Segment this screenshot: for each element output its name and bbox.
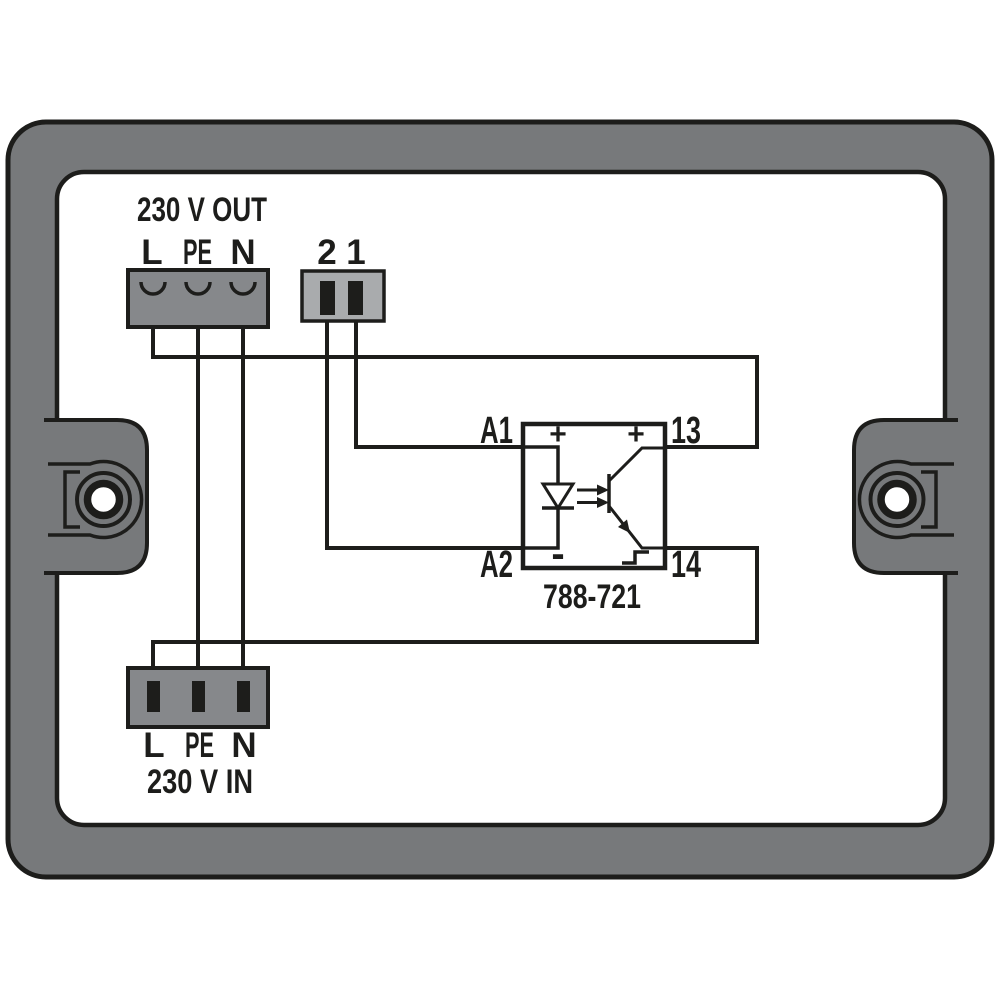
male-pin-icon bbox=[348, 281, 363, 315]
screw-hole-icon bbox=[877, 479, 917, 520]
terminal-label-2: 2 bbox=[317, 233, 336, 272]
terminal-block-aux bbox=[300, 269, 386, 323]
terminal-label-pe-out: PE bbox=[183, 233, 212, 272]
wire-l-out-to-13 bbox=[151, 294, 759, 449]
wire-1-to-a1 bbox=[354, 314, 525, 449]
terminal-block-230v-in bbox=[126, 666, 270, 729]
switch-step-icon bbox=[622, 550, 649, 565]
wire-2-to-a2 bbox=[325, 314, 525, 550]
mounting-tab-right bbox=[852, 418, 958, 575]
polarity-minus-left: - bbox=[551, 532, 564, 576]
relay-terminal-a1: A1 bbox=[480, 410, 513, 452]
terminal-label-n-in: N bbox=[231, 726, 256, 765]
relay-terminal-13: 13 bbox=[671, 410, 701, 452]
terminal-block-230v-out-body bbox=[126, 268, 270, 329]
male-pin-icon bbox=[192, 681, 205, 712]
polarity-plus-right: + bbox=[627, 418, 645, 451]
male-pin-icon bbox=[320, 281, 335, 315]
terminal-label-l-in: L bbox=[143, 726, 164, 765]
light-arrows-icon bbox=[577, 484, 609, 508]
female-contact-icon bbox=[139, 281, 167, 296]
relay-terminal-a2: A2 bbox=[480, 544, 513, 586]
mounting-eyelet-right-detail bbox=[921, 470, 938, 529]
wire-14-to-l-in bbox=[151, 546, 759, 683]
terminal-label-l-out: L bbox=[141, 233, 162, 272]
screw-hole-icon bbox=[83, 479, 124, 520]
output-title: 230 V OUT bbox=[137, 191, 267, 229]
led-diode-icon bbox=[540, 482, 576, 511]
male-pin-icon bbox=[237, 681, 250, 712]
female-contact-icon bbox=[184, 281, 212, 296]
male-pin-icon bbox=[147, 681, 160, 712]
input-title: 230 V IN bbox=[147, 763, 253, 801]
terminal-label-1: 1 bbox=[346, 233, 365, 272]
terminal-label-n-out: N bbox=[230, 233, 255, 272]
terminal-block-aux-body bbox=[300, 269, 386, 323]
optocoupler-module bbox=[520, 421, 668, 571]
female-contact-icon bbox=[229, 281, 257, 296]
terminal-label-pe-in: PE bbox=[185, 726, 214, 765]
terminal-block-230v-out bbox=[126, 268, 270, 329]
phototransistor-icon bbox=[607, 446, 663, 550]
polarity-plus-left: + bbox=[549, 418, 567, 451]
relay-ref: 788-721 bbox=[543, 578, 641, 616]
relay-terminal-14: 14 bbox=[671, 544, 701, 586]
wiring bbox=[151, 294, 759, 683]
mounting-eyelet-left-detail bbox=[63, 470, 80, 529]
mounting-tab-left bbox=[44, 418, 149, 575]
